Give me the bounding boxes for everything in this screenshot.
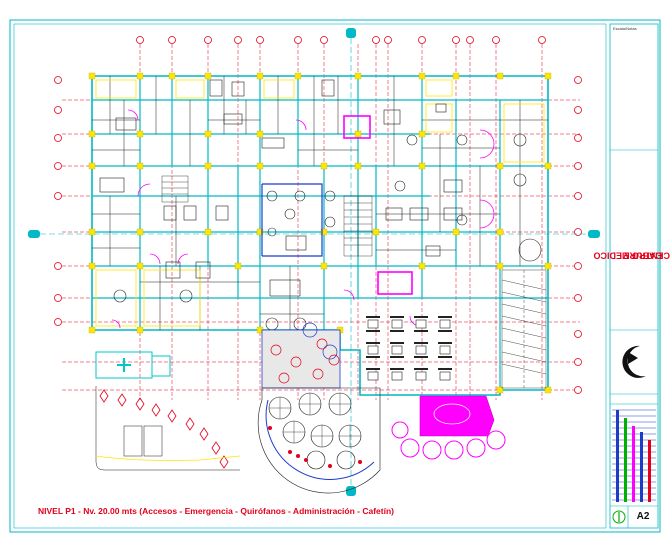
sheet-number: A2	[636, 511, 650, 522]
furniture	[99, 79, 463, 297]
sheet-border	[9, 19, 661, 533]
canopy-planters	[391, 421, 506, 460]
blue-zone	[261, 183, 323, 257]
title-block-header: Escala/Notas	[613, 26, 637, 31]
plaza-palms	[268, 392, 362, 470]
revision-bars	[616, 410, 651, 502]
canopy-oval	[433, 403, 471, 425]
driveway	[95, 386, 240, 471]
cafeteria-tables	[367, 319, 451, 381]
drawing-frame	[13, 23, 607, 529]
courtyard-hatch	[261, 329, 341, 389]
door-swings	[111, 109, 495, 329]
entrance-canopy	[419, 395, 495, 437]
entrance-plaza-arc	[265, 399, 375, 480]
drawing-caption: NIVEL P1 - Nv. 20.00 mts (Accesos - Emer…	[38, 506, 394, 516]
equipment-circles	[113, 133, 542, 331]
project-title: CENTRO MEDICO CABURE	[593, 180, 670, 330]
elevator-core-1	[343, 115, 371, 139]
grid-bubbles-right	[574, 76, 582, 394]
grid-bubbles-left	[54, 76, 62, 326]
project-logo	[613, 341, 655, 383]
ramp	[501, 269, 547, 389]
driveway-yellow	[95, 455, 241, 461]
ambulance	[95, 351, 171, 379]
section-markers	[28, 28, 600, 496]
north-symbol	[612, 510, 626, 524]
project-title-line-2: CABURE	[623, 250, 662, 261]
cafeteria-chairs	[366, 316, 452, 370]
structural-columns	[88, 72, 552, 394]
plaza-palm-spokes	[269, 393, 361, 447]
entrance-plaza	[257, 387, 381, 494]
plaza-flower-beds	[268, 426, 362, 468]
dropoff-landscape	[99, 389, 229, 469]
grid-bubbles-top	[136, 36, 546, 44]
courtyard-plants-blue	[302, 322, 338, 360]
partitions	[92, 76, 548, 330]
elevator-core-2	[377, 271, 413, 295]
room-outlines-yellow	[95, 79, 545, 327]
stairs	[161, 175, 373, 257]
courtyard-plants	[270, 338, 340, 384]
